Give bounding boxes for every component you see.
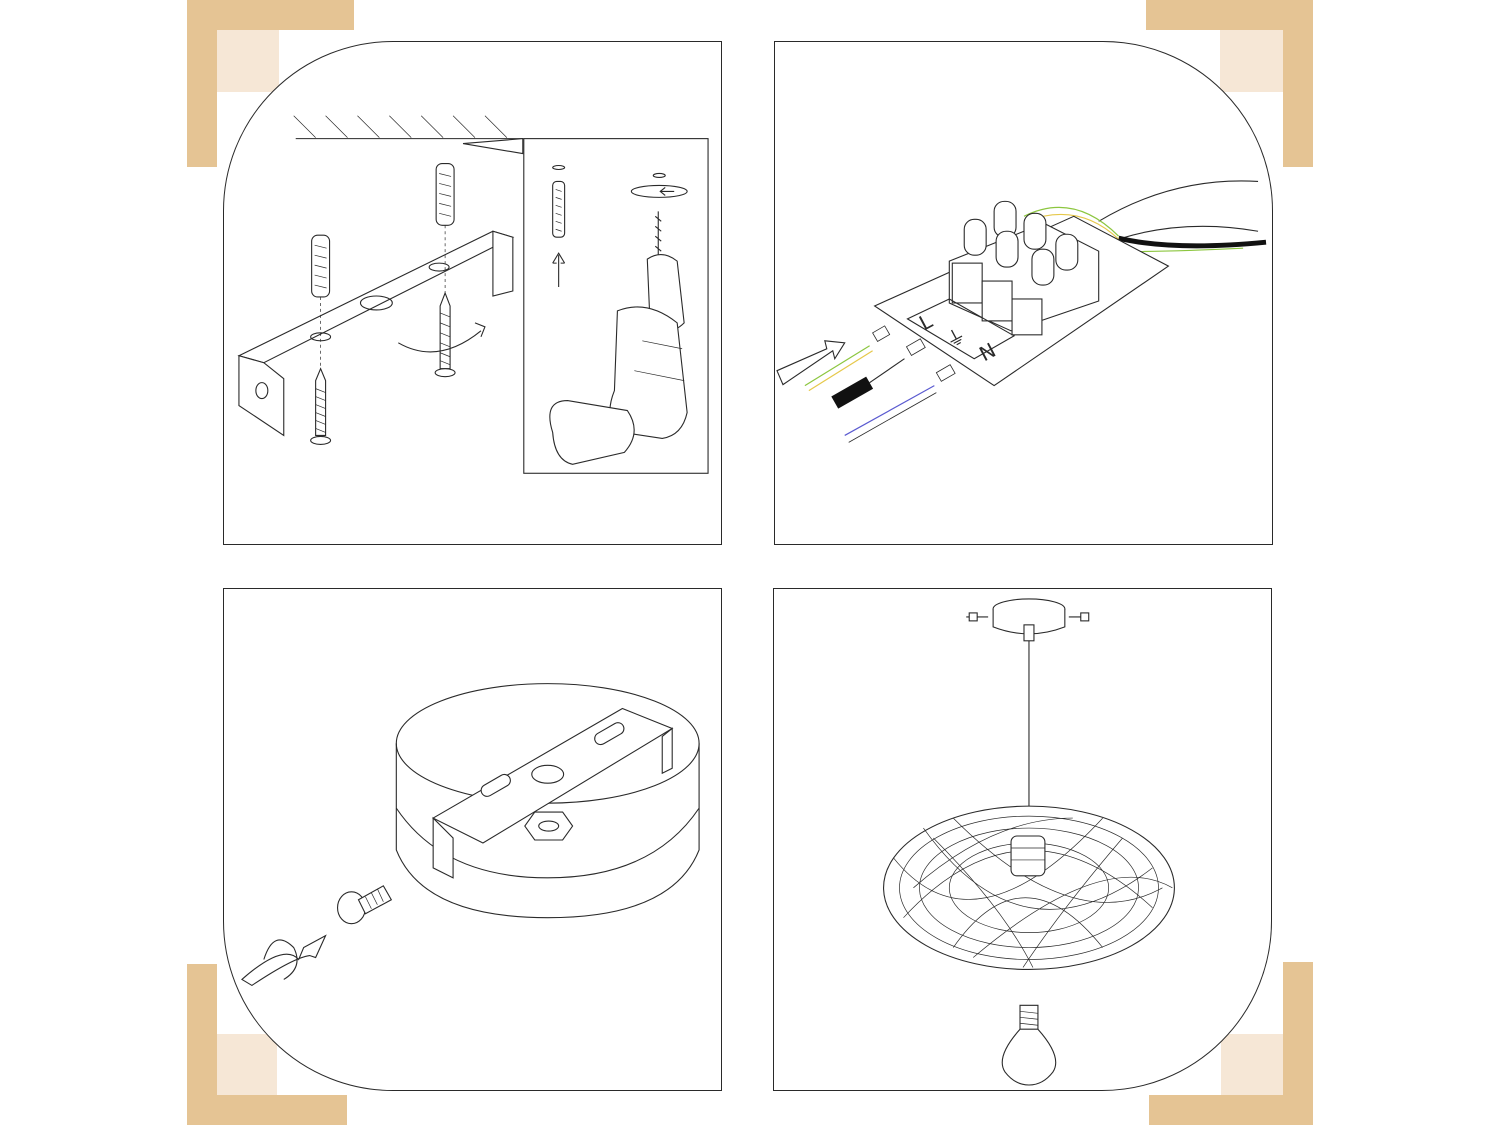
corner-accent-bottom-right <box>1149 962 1313 1125</box>
step-panel-connect-wires: L ⏚ N <box>774 41 1273 545</box>
corner-accent-top-left <box>187 0 354 167</box>
light-bulb-icon <box>1001 1004 1057 1086</box>
screw-icon <box>310 291 456 445</box>
wire-neutral <box>844 364 956 443</box>
rotate-arrow-icon <box>241 934 327 987</box>
ceiling-icon <box>293 115 524 155</box>
step-panel-attach-canopy <box>223 588 722 1091</box>
wiring-diagram <box>776 180 1267 443</box>
ceiling-canopy-icon <box>966 598 1090 642</box>
pendant-lamp-diagram <box>883 598 1175 1086</box>
drill-icon <box>549 164 688 465</box>
wicker-shade-icon <box>883 805 1175 971</box>
wall-plug-icon <box>552 180 566 288</box>
step-panel-hang-lamp <box>773 588 1272 1091</box>
mounting-bracket-icon <box>237 230 515 437</box>
direction-arrow-icon <box>776 340 846 386</box>
bracket-icon <box>432 707 674 879</box>
mount-bracket-diagram <box>237 115 709 474</box>
step-panel-mount-bracket <box>223 41 722 545</box>
canopy-diagram <box>241 683 700 987</box>
wire-earth <box>804 325 891 392</box>
bolt-icon <box>336 885 393 925</box>
wire-live <box>831 338 926 409</box>
terminal-block-icon <box>873 200 1170 387</box>
rotate-arrow-icon <box>398 322 486 353</box>
corner-accent-bottom-left <box>187 964 347 1125</box>
nut-icon <box>524 811 574 841</box>
corner-accent-top-right <box>1146 0 1313 167</box>
